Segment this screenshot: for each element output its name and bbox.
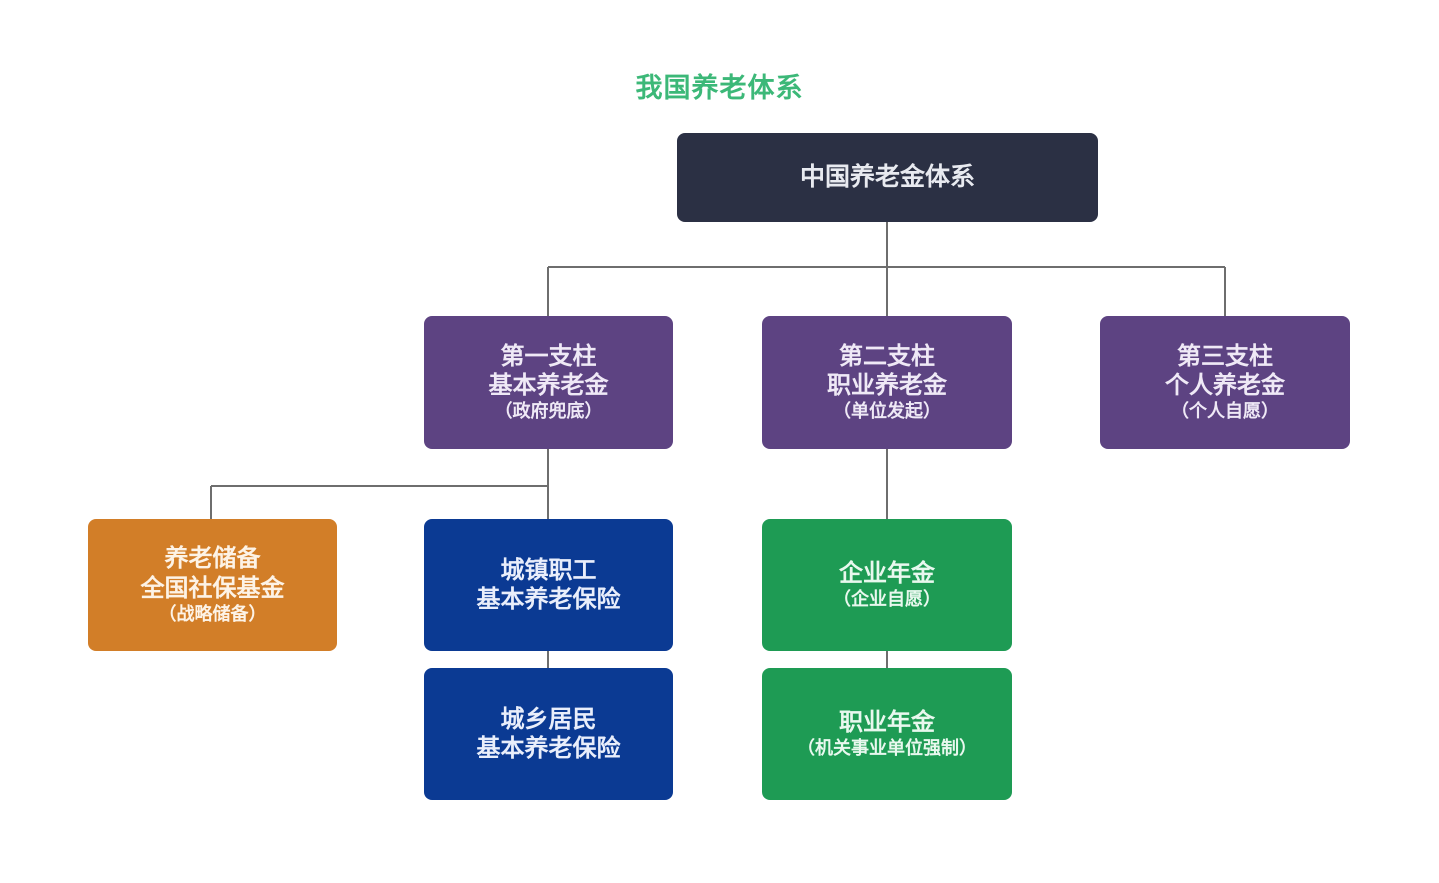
node-china-pension-system[interactable]: 中国养老金体系 — [677, 133, 1098, 222]
node-urban-rural-resident-basic-pension[interactable]: 城乡居民 基本养老保险 — [424, 668, 673, 800]
page-title: 我国养老体系 — [635, 73, 804, 103]
node-label-line-2: 基本养老保险 — [476, 586, 621, 613]
node-label-line-2: 个人养老金 — [1165, 372, 1285, 400]
node-sublabel: （机关事业单位强制） — [797, 738, 977, 759]
node-national-social-security-fund[interactable]: 养老储备 全国社保基金 （战略储备） — [88, 519, 337, 651]
node-sublabel: （个人自愿） — [1171, 401, 1279, 422]
node-label-line-1: 职业年金 — [839, 708, 935, 736]
node-label-line-2: 基本养老保险 — [476, 735, 621, 762]
node-label-line-1: 中国养老金体系 — [799, 163, 975, 192]
node-label-line-1: 城镇职工 — [500, 556, 597, 584]
node-label-line-2: 基本养老金 — [488, 372, 609, 400]
node-label-line-1: 第一支柱 — [500, 342, 597, 370]
node-sublabel: （政府兜底） — [494, 401, 603, 422]
node-label-line-2: 全国社保基金 — [140, 574, 285, 602]
node-label-line-2: 职业养老金 — [827, 372, 947, 400]
node-sublabel: （战略储备） — [158, 603, 267, 624]
node-occupational-annuity[interactable]: 职业年金 （机关事业单位强制） — [762, 668, 1012, 800]
node-label-line-1: 城乡居民 — [500, 705, 597, 733]
node-label-line-1: 第二支柱 — [839, 342, 935, 370]
node-sublabel: （单位发起） — [833, 401, 941, 422]
node-label-line-1: 企业年金 — [839, 559, 935, 587]
node-label-line-1: 第三支柱 — [1177, 342, 1273, 370]
node-sublabel: （企业自愿） — [833, 589, 941, 610]
node-label-line-1: 养老储备 — [164, 545, 261, 573]
node-urban-worker-basic-pension[interactable]: 城镇职工 基本养老保险 — [424, 519, 673, 651]
node-pillar-one[interactable]: 第一支柱 基本养老金 （政府兜底） — [424, 316, 673, 449]
node-pillar-three[interactable]: 第三支柱 个人养老金 （个人自愿） — [1100, 316, 1350, 449]
node-enterprise-annuity[interactable]: 企业年金 （企业自愿） — [762, 519, 1012, 651]
node-pillar-two[interactable]: 第二支柱 职业养老金 （单位发起） — [762, 316, 1012, 449]
